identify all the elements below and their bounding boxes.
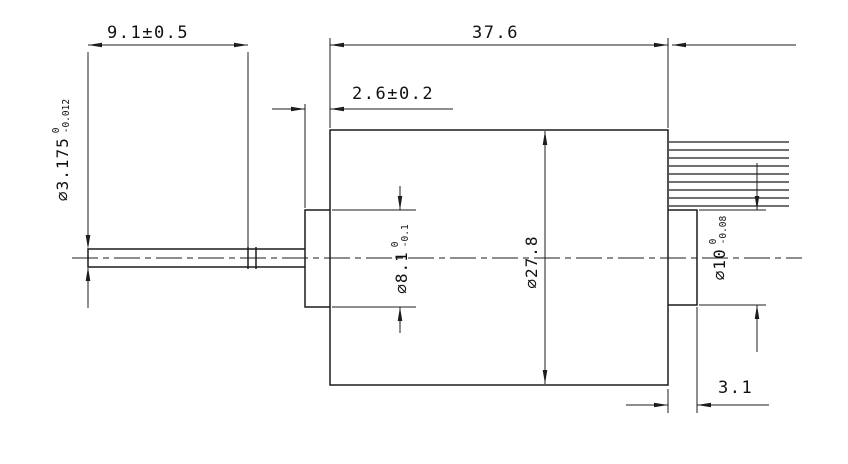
dimension-lines (88, 44, 769, 406)
dim-shaft-diameter-tolerance: 0 -0.012 (51, 98, 73, 134)
dim-rear-boss-diameter-tolerance: 0 -0.08 (708, 215, 730, 245)
dim-front-boss-diameter-label: ⌀8.1 0 -0.1 (388, 189, 414, 329)
tol-lower: -0.08 (718, 215, 729, 245)
shaft-outline (87, 248, 305, 268)
dim-body-diameter-label: ⌀27.8 (518, 202, 544, 322)
tol-lower: -0.1 (400, 224, 411, 248)
dim-front-boss-diameter-tolerance: 0 -0.1 (390, 224, 412, 248)
tol-lower: -0.012 (61, 98, 72, 134)
rear-terminal-lines (669, 141, 789, 207)
front-boss-outline (304, 209, 330, 308)
rear-boss-outline (668, 209, 698, 306)
dim-rear-boss-diameter-value: ⌀10 (709, 248, 729, 281)
dim-rear-boss-diameter-label: ⌀10 0 -0.08 (706, 178, 732, 318)
dim-shaft-diameter-value: ⌀3.175 (52, 137, 72, 202)
arrowheads (85, 42, 760, 408)
part-outlines (87, 129, 789, 386)
dim-body-diameter-value: ⌀27.8 (521, 235, 541, 289)
dim-shaft-diameter-label: ⌀3.175 0 -0.012 (49, 55, 75, 245)
dim-front-boss-length-label: 2.6±0.2 (352, 84, 435, 104)
motor-body-outline (329, 129, 669, 386)
dim-rear-boss-length-label: 3.1 (718, 378, 754, 398)
dim-front-boss-diameter-value: ⌀8.1 (391, 251, 411, 294)
dim-shaft-length-label: 9.1±0.5 (107, 23, 190, 43)
extension-lines (87, 38, 796, 413)
dim-body-length-label: 37.6 (472, 23, 519, 43)
